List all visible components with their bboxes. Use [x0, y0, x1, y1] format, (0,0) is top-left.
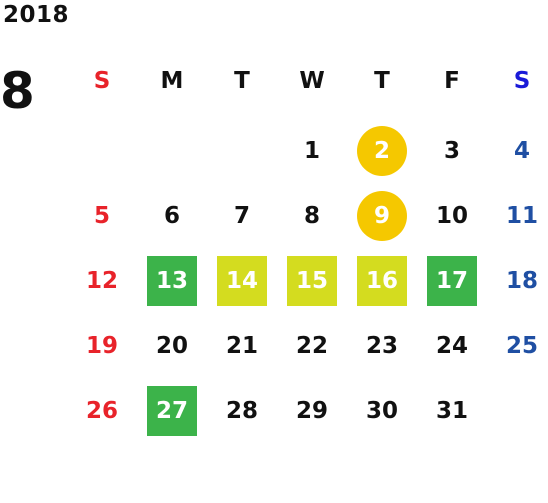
highlighted-day[interactable]: 15 [287, 256, 337, 306]
day-cell[interactable]: 3 [443, 138, 460, 164]
highlighted-day[interactable]: 16 [357, 256, 407, 306]
day-cell[interactable]: 23 [365, 333, 398, 359]
day-cell[interactable]: 11 [505, 203, 538, 229]
day-cell[interactable]: 21 [225, 333, 258, 359]
day-cell[interactable]: 24 [435, 333, 468, 359]
day-cell[interactable]: 19 [85, 333, 118, 359]
day-cell[interactable]: 8 [303, 203, 320, 229]
day-cell[interactable]: 7 [233, 203, 250, 229]
weekday-header: F [444, 68, 460, 94]
weekday-header: S [93, 68, 111, 94]
weekday-header: T [234, 68, 250, 94]
weekday-header: W [299, 68, 325, 94]
day-cell[interactable]: 6 [163, 203, 180, 229]
day-cell[interactable]: 5 [93, 203, 110, 229]
highlighted-day[interactable]: 9 [357, 191, 407, 241]
day-cell[interactable]: 28 [225, 398, 258, 424]
day-cell[interactable]: 25 [505, 333, 538, 359]
day-cell[interactable]: 20 [155, 333, 188, 359]
day-cell[interactable]: 4 [513, 138, 530, 164]
day-cell[interactable]: 31 [435, 398, 468, 424]
day-cell[interactable]: 10 [435, 203, 468, 229]
weekday-header: S [513, 68, 531, 94]
day-cell[interactable]: 30 [365, 398, 398, 424]
month-number: 8 [0, 62, 35, 120]
year-label: 2018 [3, 2, 70, 28]
weekday-header: M [160, 68, 184, 94]
day-cell[interactable]: 18 [505, 268, 538, 294]
day-cell[interactable]: 12 [85, 268, 118, 294]
day-cell[interactable]: 29 [295, 398, 328, 424]
highlighted-day[interactable]: 13 [147, 256, 197, 306]
highlighted-day[interactable]: 17 [427, 256, 477, 306]
highlighted-day[interactable]: 27 [147, 386, 197, 436]
highlighted-day[interactable]: 2 [357, 126, 407, 176]
highlighted-day[interactable]: 14 [217, 256, 267, 306]
day-cell[interactable]: 22 [295, 333, 328, 359]
weekday-header: T [374, 68, 390, 94]
day-cell[interactable]: 1 [303, 138, 320, 164]
day-cell[interactable]: 26 [85, 398, 118, 424]
